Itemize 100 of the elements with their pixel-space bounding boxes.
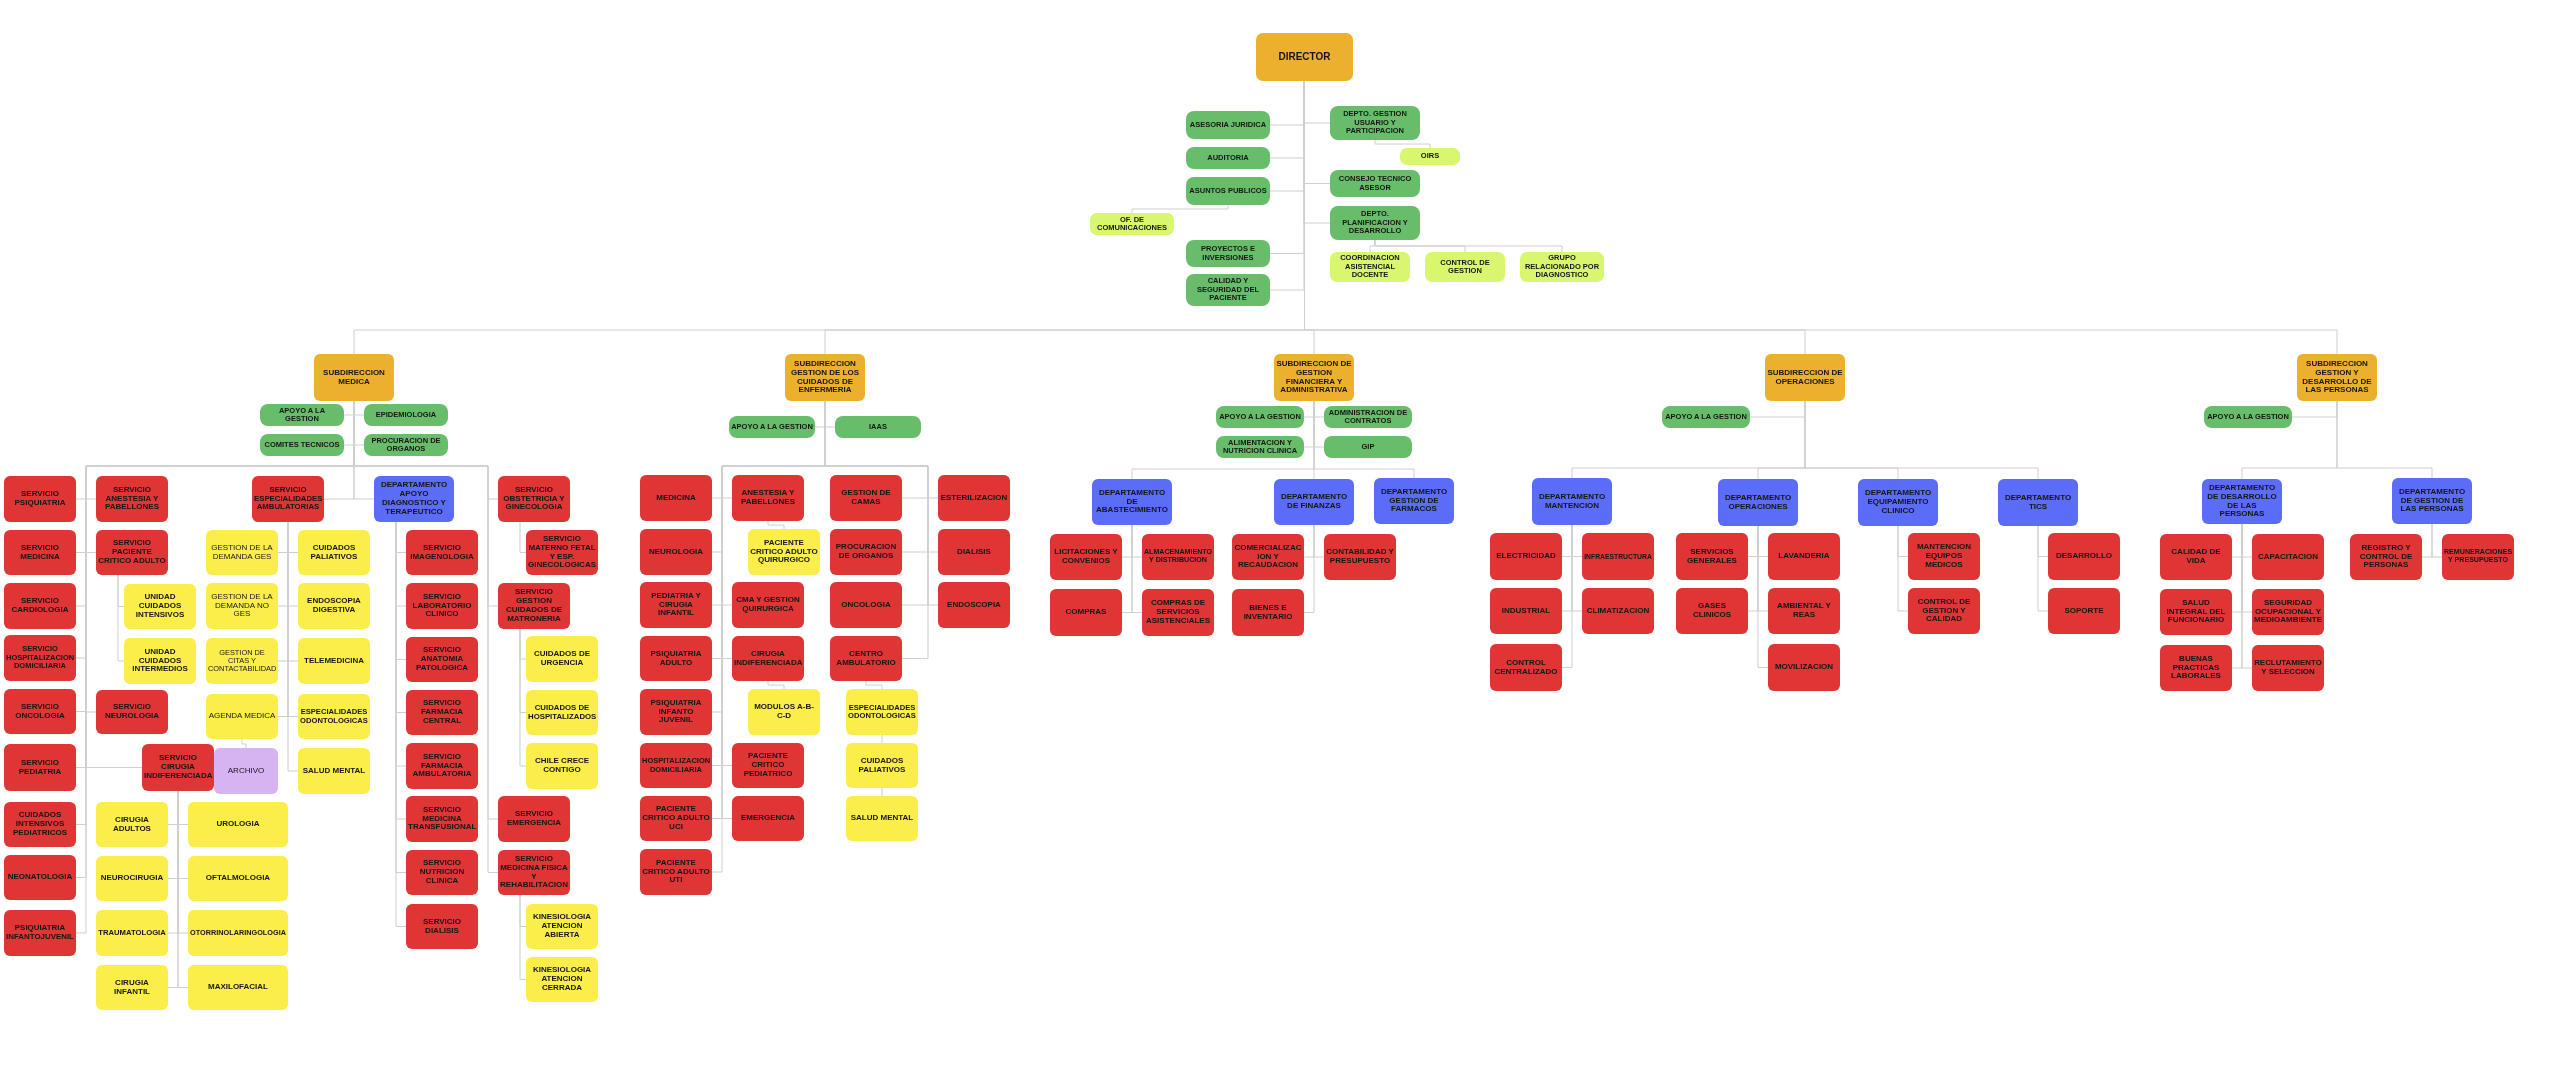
- service-box: [2160, 589, 2232, 635]
- staff-unit-box: [1330, 106, 1420, 140]
- service-box: [498, 796, 570, 842]
- unit-label: SALUD INTEGRAL DEL FUNCIONARIO: [2165, 598, 2227, 626]
- connector-line: [1313, 524, 1325, 558]
- service-box: [640, 689, 712, 735]
- service-box: [4, 583, 76, 629]
- unit-box: [124, 584, 196, 629]
- unit-label: LAVANDERIA: [1777, 552, 1831, 561]
- service-box: [96, 530, 168, 575]
- unit-label: SERVICIO DIALISIS: [421, 917, 463, 936]
- unit-label: PSIQUIATRIA INFANTO JUVENIL: [649, 698, 703, 726]
- unit-box: [846, 743, 918, 788]
- office-box: [1425, 252, 1505, 282]
- unit-label: MOVILIZACION: [1773, 663, 1835, 672]
- service-box: [4, 635, 76, 681]
- unit-label: SOPORTE: [2063, 606, 2105, 616]
- service-box: [1676, 533, 1748, 580]
- service-box: [830, 529, 902, 575]
- unit-box: [846, 689, 918, 735]
- unit-box: [526, 904, 598, 949]
- unit-label: DEPARTAMENTO DE GESTION DE LAS PERSONAS: [2397, 487, 2467, 515]
- service-box: [732, 636, 804, 681]
- unit-label: UNIDAD CUIDADOS INTENSIVOS: [134, 593, 186, 620]
- service-box: [406, 904, 478, 949]
- unit-box: [748, 529, 820, 575]
- service-box: [640, 743, 712, 788]
- unit-label: CONTROL CENTRALIZADO: [1493, 658, 1559, 677]
- unit-label: ONCOLOGIA: [840, 600, 892, 610]
- service-box: [1050, 534, 1122, 580]
- service-box: [498, 583, 570, 629]
- office-box: [1330, 252, 1410, 282]
- connector-line: [767, 680, 785, 690]
- unit-label: SUBDIRECCION DE OPERACIONES: [1767, 368, 1843, 387]
- unit-label: SERVICIO NEUROLOGIA: [103, 703, 161, 721]
- unit-box: [298, 638, 370, 684]
- service-box: [1232, 589, 1304, 636]
- unit-box: [188, 965, 288, 1010]
- office-box: [1400, 148, 1460, 165]
- unit-label: SERVICIO CARDIOLOGIA: [10, 597, 70, 615]
- unit-label: SERVICIO LABORATORIO CLINICO: [411, 592, 473, 620]
- unit-box: [206, 530, 278, 575]
- unit-label: DEPARTAMENTO DE ABASTECIMIENTO: [1095, 488, 1169, 516]
- service-box: [1324, 534, 1396, 580]
- service-box: [1050, 589, 1122, 636]
- service-box: [732, 582, 804, 628]
- service-box: [498, 476, 570, 522]
- unit-label: SALUD MENTAL: [301, 766, 367, 776]
- service-box: [1142, 534, 1214, 580]
- unit-label: CHILE CRECE CONTIGO: [533, 757, 591, 775]
- service-box: [1908, 588, 1980, 634]
- unit-label: REGISTRO Y CONTROL DE PERSONAS: [2358, 543, 2414, 571]
- service-box: [1676, 588, 1748, 634]
- service-box: [4, 802, 76, 847]
- connector-line: [865, 680, 883, 690]
- unit-label: CONTROL DE GESTION Y CALIDAD: [1916, 597, 1972, 625]
- unit-label: NEUROCIRUGIA: [99, 874, 165, 883]
- service-box: [640, 636, 712, 681]
- department-box: [1274, 479, 1354, 525]
- unit-box: [188, 910, 288, 956]
- connector-line: [1131, 204, 1229, 214]
- connector-line: [1374, 139, 1431, 149]
- unit-label: GESTION DE CAMAS: [840, 489, 892, 507]
- unit-label: OFTALMOLOGIA: [204, 874, 272, 883]
- unit-label: DIRECTOR: [1277, 51, 1332, 63]
- service-box: [732, 475, 804, 521]
- unit-box: [188, 856, 288, 901]
- service-box: [2252, 534, 2324, 580]
- unit-label: ANESTESIA Y PABELLONES: [739, 489, 797, 507]
- unit-label: ESTERILIZACION: [940, 493, 1008, 503]
- subdirectorate-box: [314, 354, 394, 401]
- unit-label: SERVICIO EMERGENCIA: [505, 810, 563, 828]
- service-box: [4, 855, 76, 900]
- staff-unit-box: [1186, 240, 1270, 267]
- unit-label: LICITACIONES Y CONVENIOS: [1053, 548, 1119, 566]
- service-box: [1768, 533, 1840, 580]
- unit-label: MEDICINA: [655, 493, 697, 503]
- department-box: [1092, 479, 1172, 525]
- connector-line: [519, 894, 527, 980]
- office-box: [1090, 213, 1174, 235]
- department-box: [1532, 478, 1612, 525]
- unit-label: COMPRAS: [1064, 608, 1108, 617]
- unit-label: CIRUGIA INFANTIL: [113, 978, 151, 997]
- staff-unit-box: [260, 404, 344, 426]
- unit-box: [526, 957, 598, 1002]
- staff-unit-box: [2204, 406, 2292, 428]
- unit-label: CAPACITACION: [2256, 552, 2320, 562]
- unit-label: DEPARTAMENTO APOYO DIAGNOSTICO Y TERAPEUTICO: [379, 481, 449, 517]
- connector-line: [519, 628, 527, 767]
- connector-line: [241, 738, 247, 749]
- connector-line: [1571, 524, 1583, 612]
- service-box: [732, 743, 804, 788]
- staff-unit-box: [1216, 436, 1304, 458]
- service-box: [4, 744, 76, 791]
- staff-unit-box: [1324, 436, 1412, 458]
- connector-line: [117, 574, 125, 662]
- unit-box: [214, 748, 278, 794]
- unit-label: SERVICIO MEDICINA: [19, 543, 61, 562]
- connector-line: [1897, 525, 1909, 612]
- service-box: [142, 744, 214, 791]
